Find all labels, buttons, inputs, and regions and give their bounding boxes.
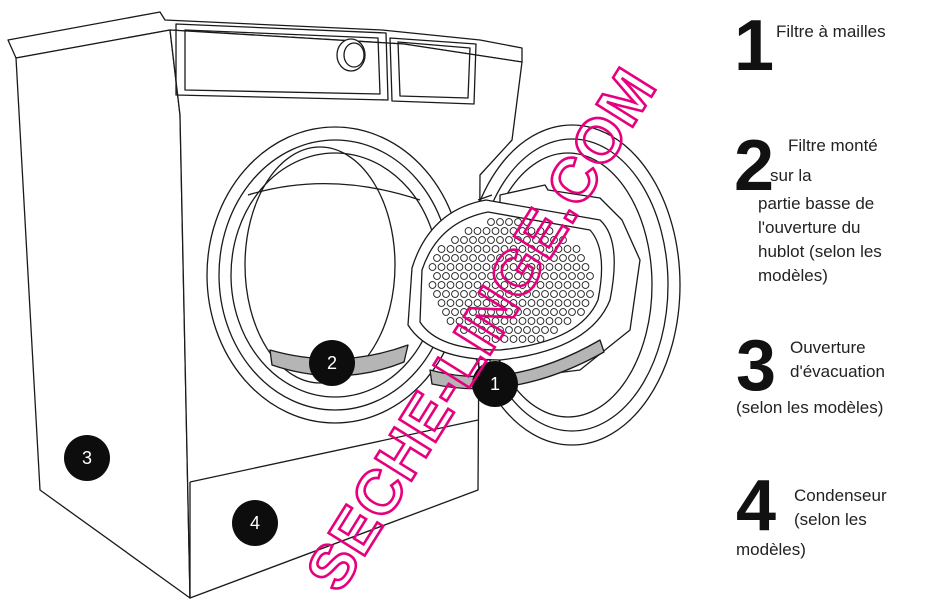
watermark-text: SECHE-LINGE.COM xyxy=(293,57,670,600)
